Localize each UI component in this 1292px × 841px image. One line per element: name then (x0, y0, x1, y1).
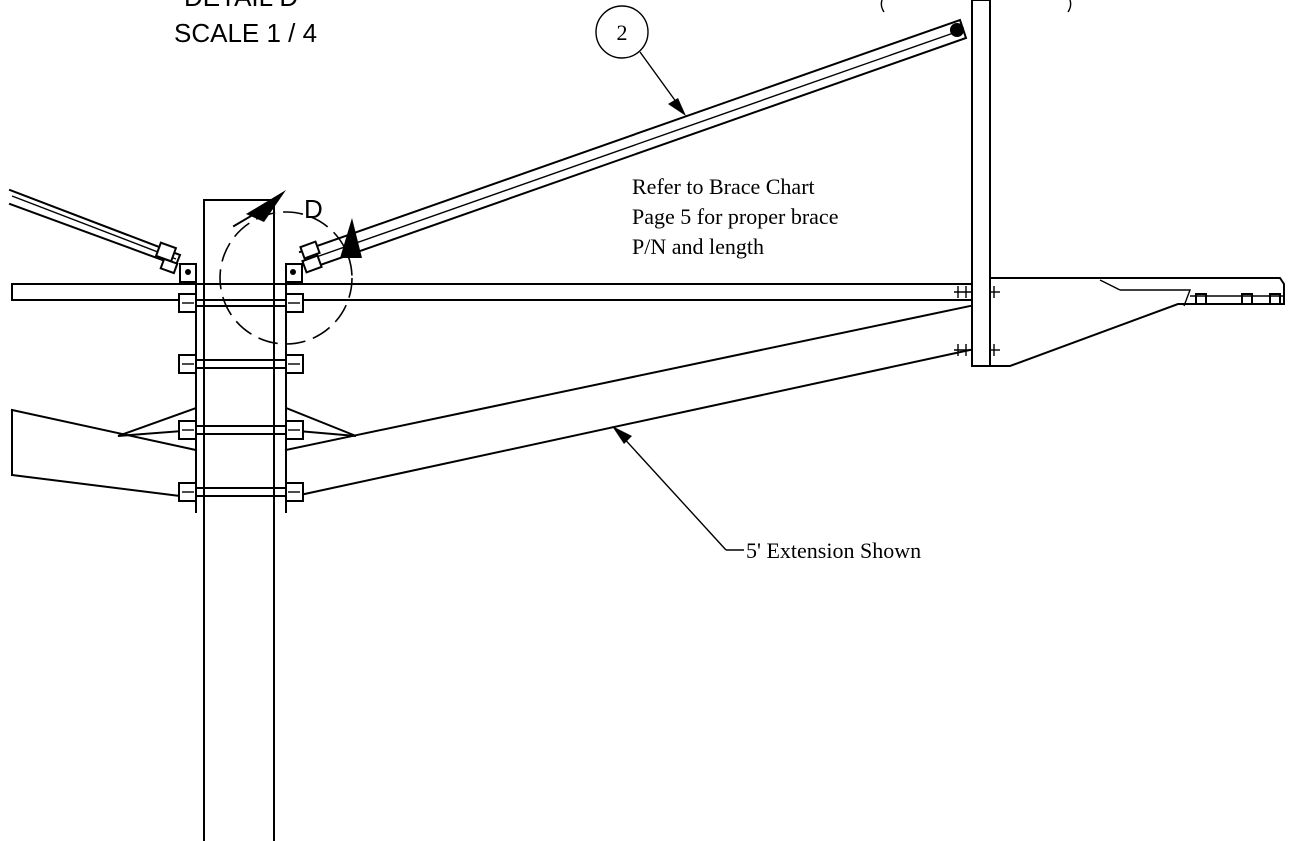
cropped-paren-left (880, 0, 885, 13)
balloon-2 (595, 5, 686, 116)
extension-leader (612, 426, 744, 551)
balloon-number: 2 (617, 20, 628, 45)
pole-bolts (178, 293, 304, 502)
vertical-pole (179, 199, 303, 841)
right-bracket (989, 277, 1285, 367)
cropped-paren-right (1067, 0, 1072, 13)
lower-arm (10, 304, 972, 500)
detail-title: DETAIL D (184, 0, 298, 12)
mount-plate (954, 0, 1000, 367)
left-brace (8, 188, 182, 275)
note-line-1: Refer to Brace Chart (632, 174, 815, 199)
extension-label: 5' Extension Shown (746, 538, 921, 563)
brace-note: Refer to Brace Chart Page 5 for proper b… (632, 174, 838, 259)
detail-scale: SCALE 1 / 4 (174, 18, 317, 48)
note-line-3: P/N and length (632, 234, 764, 259)
upper-brace (298, 18, 968, 274)
detail-marker-label: D (304, 194, 323, 224)
detail-circle (219, 190, 362, 345)
note-line-2: Page 5 for proper brace (632, 204, 838, 229)
horizontal-arm (11, 283, 971, 301)
